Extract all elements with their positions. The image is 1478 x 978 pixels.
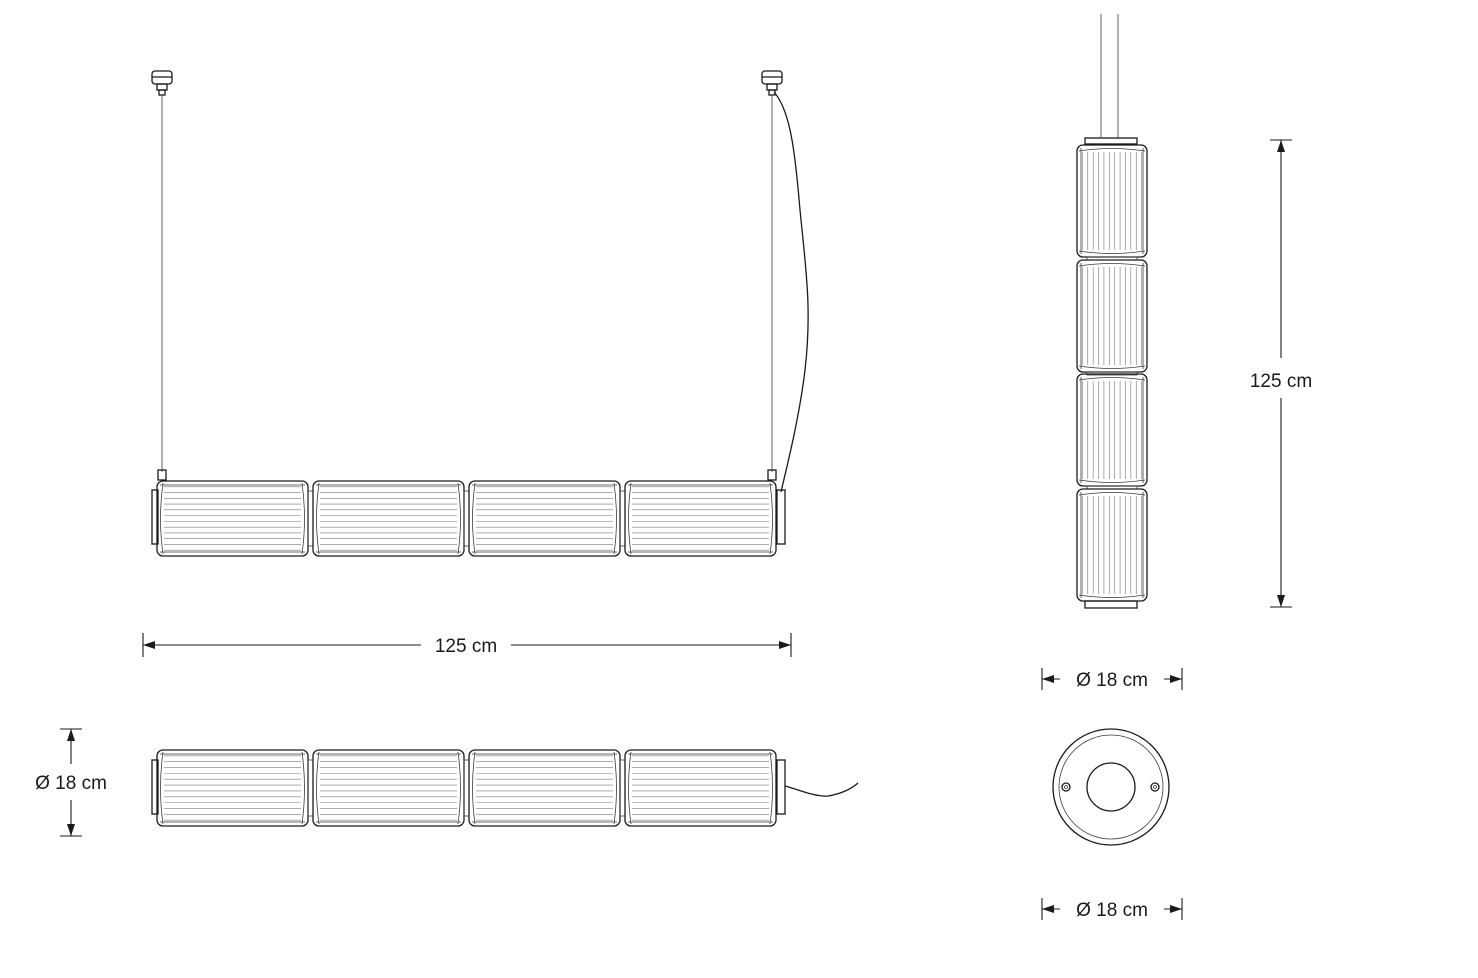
side-diameter-dimension: Ø 18 cm — [35, 728, 107, 837]
side-power-cable — [784, 782, 859, 797]
glass-module — [1076, 144, 1148, 258]
vertical-view-modules — [1076, 144, 1148, 602]
glass-module — [1076, 373, 1148, 487]
plan-view-center-opening — [1086, 762, 1136, 812]
bottom-diameter-label: Ø 18 cm — [1076, 900, 1148, 921]
vertical-bottom-cap — [1084, 600, 1138, 609]
height-label: 125 cm — [1250, 371, 1312, 392]
front-view-modules — [156, 480, 777, 557]
side-end-cap-right — [776, 759, 786, 815]
end-cap-left — [151, 489, 159, 545]
power-cable — [773, 91, 809, 493]
height-dimension: 125 cm — [1250, 139, 1312, 608]
glass-module — [156, 749, 309, 827]
glass-module — [156, 480, 309, 557]
glass-module — [1076, 259, 1148, 373]
width-label: 125 cm — [435, 636, 497, 657]
glass-module — [312, 480, 465, 557]
vertical-view — [1076, 14, 1148, 609]
front-view — [151, 70, 809, 557]
glass-module — [1076, 488, 1148, 602]
glass-module — [468, 480, 621, 557]
side-view-modules — [156, 749, 777, 827]
ceiling-canopy-left — [151, 70, 173, 96]
end-cap-right — [776, 489, 786, 545]
glass-module — [624, 480, 777, 557]
side-diameter-label: Ø 18 cm — [35, 773, 107, 794]
glass-module — [624, 749, 777, 827]
width-dimension: 125 cm — [142, 633, 792, 657]
glass-module — [468, 749, 621, 827]
side-end-cap-left — [151, 759, 159, 815]
screw-left — [1061, 782, 1071, 792]
bottom-diameter-dimension: Ø 18 cm — [1041, 898, 1183, 921]
plan-view — [1052, 728, 1170, 846]
top-diameter-label: Ø 18 cm — [1076, 670, 1148, 691]
side-view — [151, 749, 859, 827]
top-diameter-dimension: Ø 18 cm — [1041, 668, 1183, 691]
vertical-top-cap — [1084, 137, 1138, 145]
screw-right — [1150, 782, 1160, 792]
ceiling-canopy-right — [761, 70, 783, 96]
glass-module — [312, 749, 465, 827]
